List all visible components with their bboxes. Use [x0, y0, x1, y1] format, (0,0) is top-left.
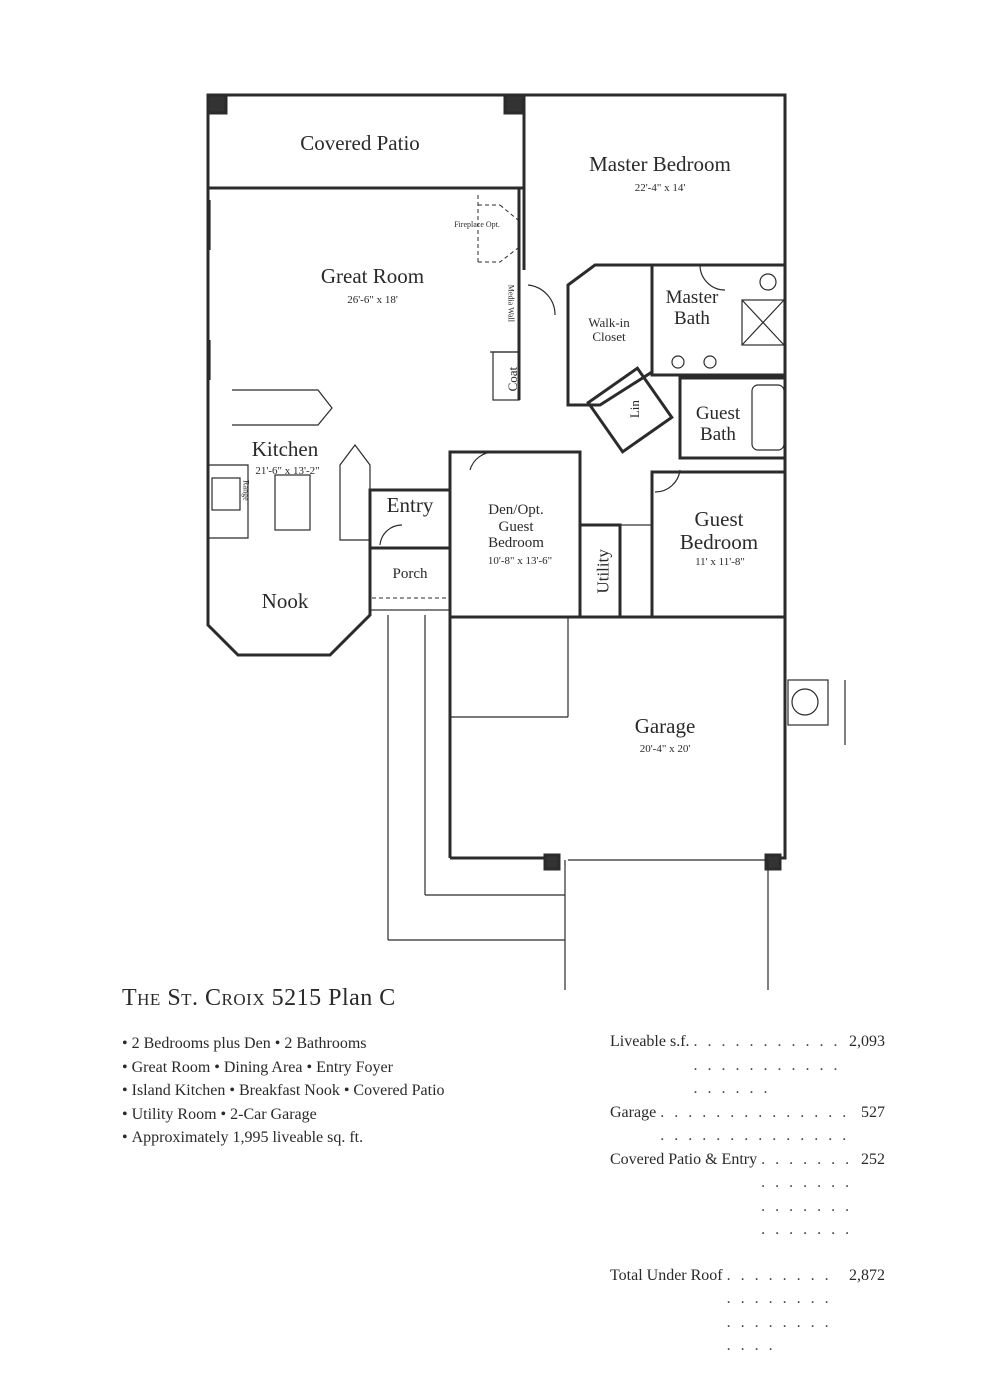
guest-bath-label: Guest Bath [695, 403, 741, 445]
walk-in-closet-label: Walk-in Closet [588, 315, 630, 345]
guest-bedroom-label: Guest Bedroom [679, 507, 759, 555]
nook-label: Nook [261, 589, 309, 613]
area-value: 527 [861, 1103, 885, 1121]
covered-patio-label: Covered Patio [300, 131, 420, 155]
feature-item: Approximately 1,995 liveable sq. ft. [122, 1126, 445, 1150]
master-bath-outline [650, 263, 787, 377]
plan-title-number: 5215 Plan C [271, 985, 396, 1011]
total-label: Total Under Roof [610, 1266, 723, 1284]
great-room-label: Great Room [320, 264, 425, 288]
plan-title-name: The St. Croix [122, 985, 266, 1011]
plan-title-block: The St. Croix 5215 Plan C [122, 985, 396, 1012]
total-value: 2,872 [849, 1266, 885, 1284]
master-bath-label: Master Bath [665, 287, 719, 329]
garage-dimension: 20'-4" x 20' [639, 743, 691, 755]
guest-bath-outline [678, 376, 787, 460]
area-label: Liveable s.f. [610, 1033, 690, 1050]
garage-label: Garage [634, 714, 696, 738]
area-label: Garage [610, 1103, 657, 1121]
utility-label: Utility [593, 549, 613, 594]
fireplace-label: Fireplace Opt. [454, 220, 500, 229]
total-row: Total Under Roof 2,872 [610, 1264, 885, 1358]
kitchen-label: Kitchen [251, 437, 319, 461]
media-wall-label: Media Wall [506, 284, 516, 322]
coat-closet-label: Coat [504, 366, 520, 392]
area-value: 252 [861, 1150, 885, 1168]
master-bedroom-dimension: 22'-4" x 14' [634, 182, 686, 194]
feature-item: Utility Room • 2-Car Garage [122, 1103, 445, 1127]
plan-title: The St. Croix 5215 Plan C [122, 985, 396, 1012]
den-label: Den/Opt. Guest Bedroom [488, 502, 544, 551]
area-value: 2,093 [849, 1033, 885, 1050]
linen-closet-label: Lin [626, 400, 642, 419]
den-dimension: 10'-8" x 13'-6" [487, 555, 553, 567]
porch-label: Porch [392, 566, 428, 582]
feature-item: Island Kitchen • Breakfast Nook • Covere… [122, 1079, 445, 1103]
great-room-dimension: 26'-6" x 18' [347, 294, 398, 306]
range-label: Range [241, 480, 251, 501]
area-table: Liveable s.f. 2,093 Garage 527 Covered P… [610, 1030, 885, 1358]
area-label: Covered Patio & Entry [610, 1150, 758, 1168]
entry-label: Entry [386, 493, 434, 517]
floor-plan-drawing [206, 93, 846, 990]
guest-bedroom-dimension: 11' x 11'-8" [695, 556, 745, 568]
feature-item: Great Room • Dining Area • Entry Foyer [122, 1056, 445, 1080]
kitchen-dimension: 21'-6" x 13'-2" [255, 465, 320, 477]
master-bedroom-label: Master Bedroom [589, 152, 731, 176]
area-row: Covered Patio & Entry 252 [610, 1148, 885, 1242]
area-row: Garage 527 [610, 1101, 885, 1148]
area-row: Liveable s.f. 2,093 [610, 1030, 885, 1101]
feature-list: 2 Bedrooms plus Den • 2 Bathrooms Great … [122, 1032, 445, 1150]
feature-item: 2 Bedrooms plus Den • 2 Bathrooms [122, 1032, 445, 1056]
